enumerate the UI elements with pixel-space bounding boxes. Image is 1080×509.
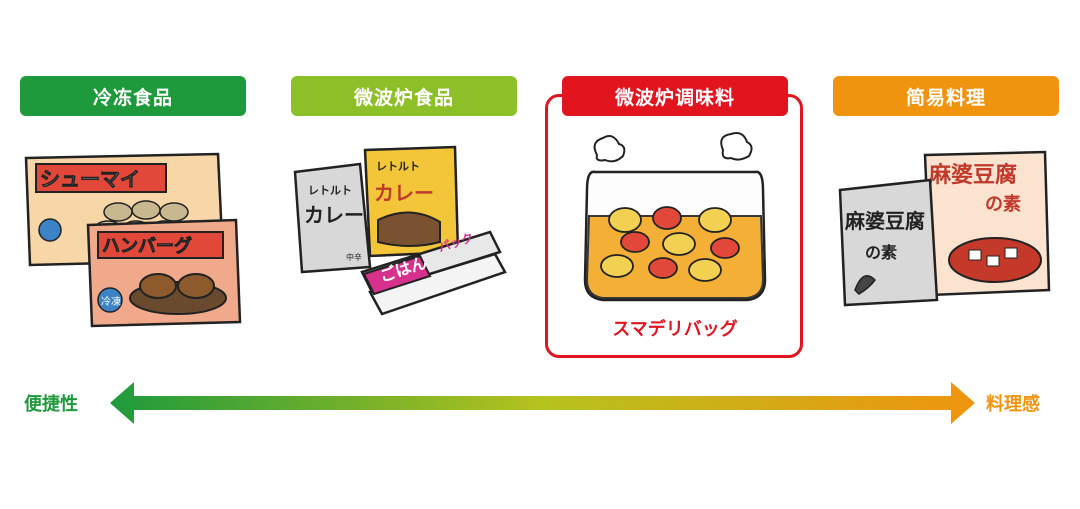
curry-label-yellow: カレー: [374, 181, 434, 205]
steam-icon: [593, 132, 753, 163]
axis-label-convenience: 便捷性: [24, 394, 78, 415]
base-label-box: の素: [985, 194, 1021, 215]
category-label-simple-cooking: 简易料理: [833, 76, 1059, 116]
retort-label-yellow: レトルト: [376, 160, 420, 173]
category-label-frozen: 冷冻食品: [20, 76, 246, 116]
product-name: スマデリバッグ: [612, 318, 737, 340]
axis-label-cooking-feel: 料理感: [986, 394, 1040, 415]
mapo-box: 麻婆豆腐 の素: [923, 150, 1051, 297]
rice-pack: ごはん パック: [360, 230, 507, 316]
hamburg-pack: ハンバーグ 冷凍: [86, 218, 242, 328]
base-label-pouch: の素: [865, 243, 897, 262]
category-label-microwave-seasoning: 微波炉调味料: [562, 76, 788, 116]
shumai-title: シューマイ: [40, 167, 140, 191]
microwave-food-illustration: レトルト カレー 中辛 レトルト カレー ごはん パック: [293, 145, 507, 316]
retort-pouch-grey: レトルト カレー 中辛: [293, 162, 372, 274]
simple-cooking-illustration: 麻婆豆腐 の素 麻婆豆腐 の素: [838, 150, 1051, 307]
curry-label-grey: カレー: [304, 203, 364, 227]
category-label-microwave-food: 微波炉食品: [291, 76, 517, 116]
frozen-food-illustration: シューマイ ハンバーグ 冷凍: [24, 152, 242, 328]
ingredients: [600, 206, 740, 282]
mapo-pouch: 麻婆豆腐 の素: [838, 178, 939, 307]
gradient-axis-arrow: [110, 382, 975, 424]
mild-label: 中辛: [346, 252, 362, 262]
retort-label: レトルト: [308, 184, 352, 197]
smart-deli-bag-illustration: スマデリバッグ: [583, 132, 767, 340]
hamburg-title: ハンバーグ: [102, 235, 192, 257]
mapo-label-box: 麻婆豆腐: [928, 162, 1017, 188]
curry-box: レトルト カレー: [363, 145, 460, 258]
frozen-badge: 冷凍: [101, 295, 121, 308]
chili-icon: [854, 275, 876, 295]
mapo-label-pouch: 麻婆豆腐: [844, 209, 925, 233]
